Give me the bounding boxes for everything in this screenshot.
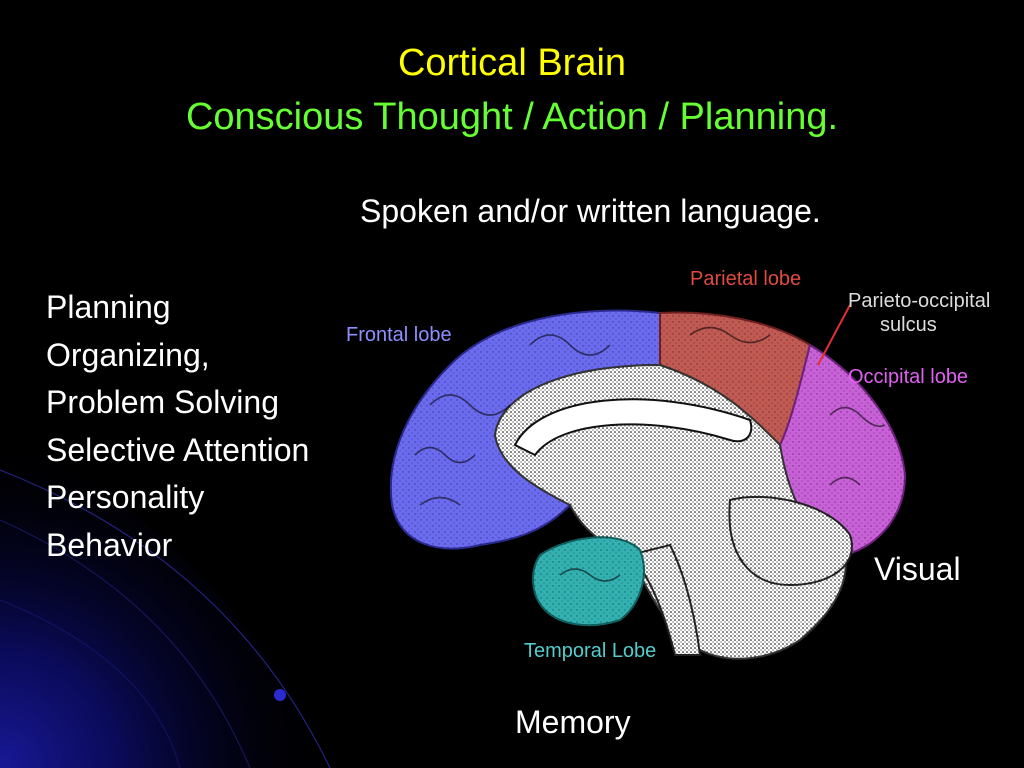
parietal-lobe-label: Parietal lobe bbox=[690, 268, 801, 290]
parieto-occipital-pointer bbox=[817, 304, 851, 366]
function-item: Organizing, bbox=[46, 336, 210, 373]
brainstem bbox=[628, 543, 702, 656]
function-item: Problem Solving bbox=[46, 384, 279, 420]
title-line-2: Conscious Thought / Action / Planning. bbox=[185, 96, 839, 138]
decor-dot bbox=[274, 689, 286, 701]
visual-annotation: Visual bbox=[874, 551, 961, 587]
brain-diagram: Parietal lobe Frontal lobe Parieto-occip… bbox=[346, 268, 990, 662]
title-line-1: Cortical Brain bbox=[397, 42, 627, 84]
parieto-occipital-label-1: Parieto-occipital bbox=[848, 290, 990, 312]
function-item: Personality bbox=[46, 479, 205, 515]
frontal-lobe-label: Frontal lobe bbox=[346, 324, 452, 346]
cerebellum bbox=[728, 496, 853, 587]
temporal-lobe-label: Temporal Lobe bbox=[524, 640, 656, 662]
memory-annotation: Memory bbox=[515, 704, 631, 740]
frontal-functions-list: Planning Organizing, Problem Solving Sel… bbox=[46, 284, 309, 569]
function-item: Planning bbox=[46, 289, 171, 325]
function-item: Behavior bbox=[46, 526, 173, 563]
gyri-texture bbox=[414, 326, 886, 582]
function-item: Selective Attention bbox=[46, 431, 310, 468]
language-annotation: Spoken and/or written language. bbox=[360, 193, 821, 229]
medial-structures bbox=[493, 363, 847, 660]
occipital-lobe-label: Occipital lobe bbox=[848, 366, 968, 388]
corpus-callosum bbox=[513, 398, 753, 457]
parieto-occipital-label-2: sulcus bbox=[880, 314, 937, 336]
